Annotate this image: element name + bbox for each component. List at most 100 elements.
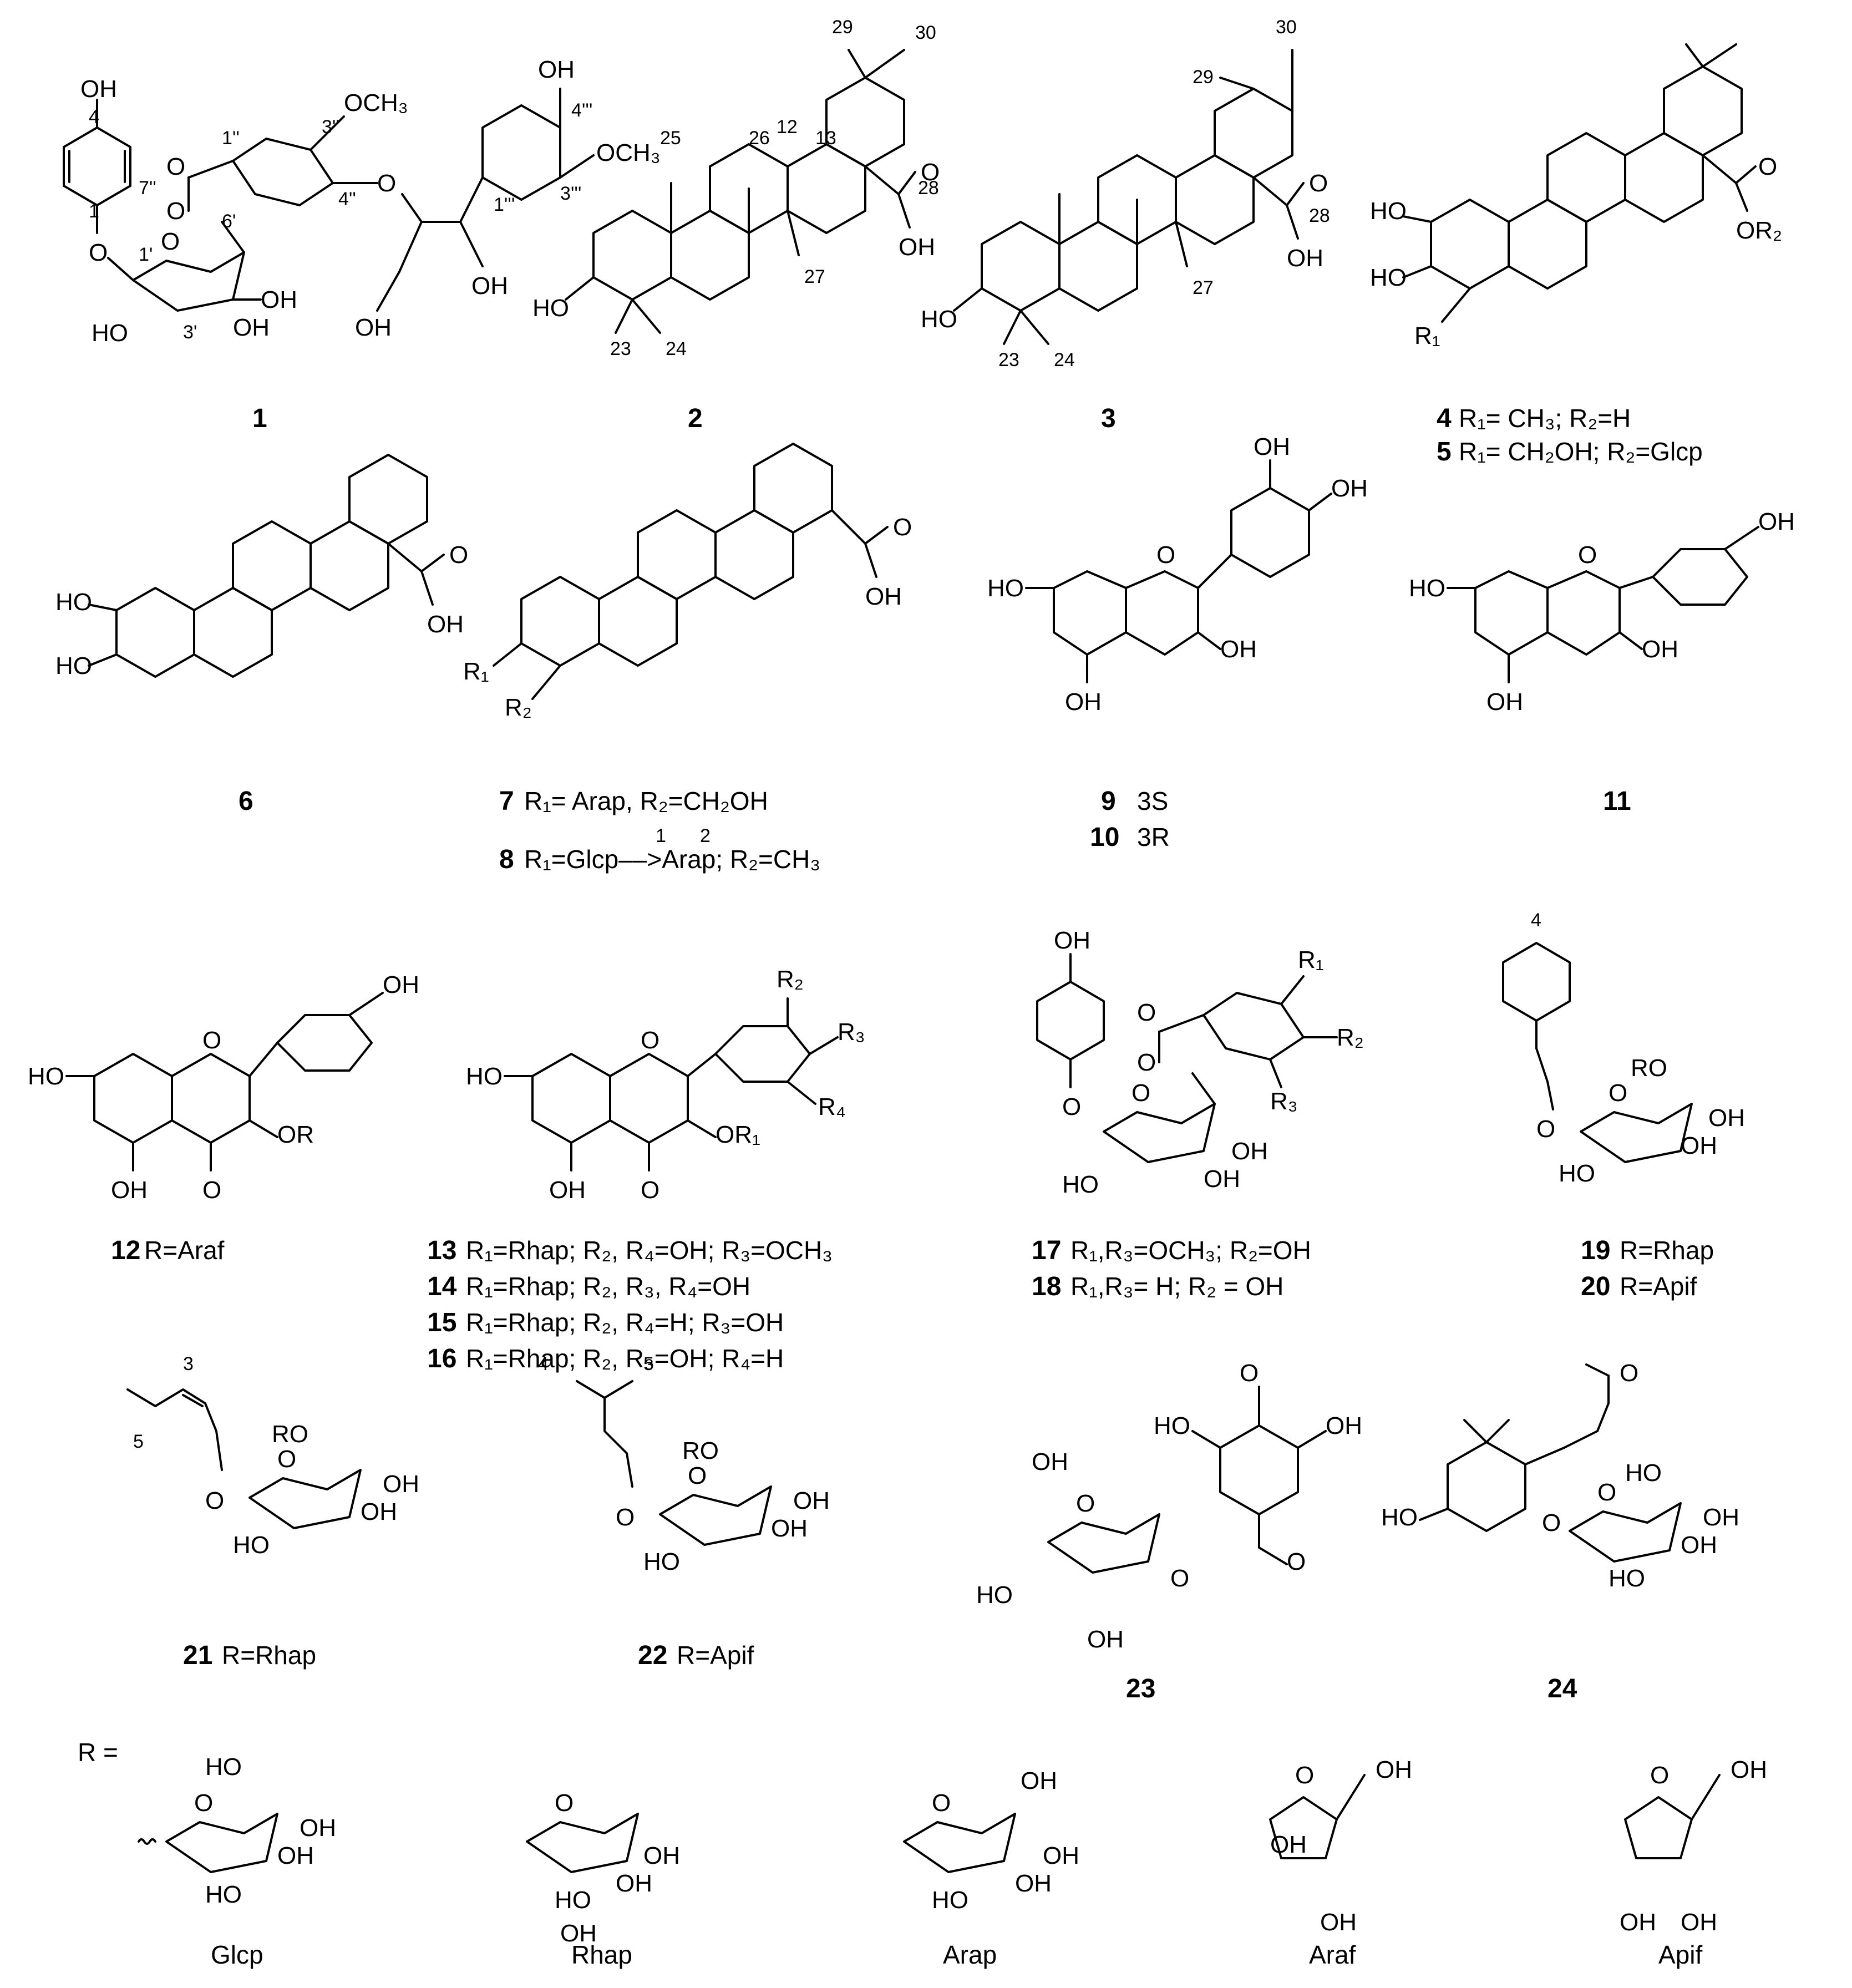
ho-label: HO bbox=[1609, 1565, 1645, 1592]
o-label: O bbox=[555, 1789, 574, 1817]
locant: 1''' bbox=[494, 194, 515, 215]
structure-6: O OH HO HO 6 bbox=[55, 454, 468, 816]
o-label: O bbox=[1309, 170, 1328, 197]
oh-label: OH bbox=[616, 1870, 652, 1897]
caption-15: R₁=Rhap; R₂, R₄=H; R₃=OH bbox=[466, 1308, 784, 1337]
structure-17-18: OH O O OH OH HO O O R₁ R₂ R₃ 17 R₁,R₃=OC… bbox=[1032, 927, 1364, 1301]
locant: 29 bbox=[1193, 67, 1214, 88]
compound-id-21: 21 bbox=[183, 1641, 212, 1670]
o-label: O bbox=[688, 1462, 707, 1489]
caption-10: 3R bbox=[1137, 823, 1170, 851]
oh-label: OH bbox=[771, 1515, 808, 1542]
oh-label: OH bbox=[233, 314, 270, 341]
ho-label: HO bbox=[976, 1581, 1013, 1609]
locant: 3' bbox=[183, 322, 197, 343]
ho-label: HO bbox=[932, 1886, 968, 1914]
o-label: O bbox=[893, 514, 912, 541]
compound-id-15: 15 bbox=[427, 1308, 456, 1337]
locant: 4'' bbox=[338, 189, 356, 210]
o-label: O bbox=[1287, 1548, 1306, 1575]
o-label: O bbox=[1240, 1360, 1259, 1387]
legend-arap: Arap bbox=[943, 1940, 997, 1969]
oh-label: OH bbox=[1015, 1870, 1052, 1897]
oh-label: OH bbox=[1486, 688, 1523, 716]
oh-label: OH bbox=[1270, 1831, 1307, 1858]
r1-label: R₁ bbox=[1414, 322, 1440, 349]
r1-label: R₁ bbox=[463, 658, 489, 685]
caption-8: R₁=Glcp––>Arap; R₂=CH₃ bbox=[524, 845, 820, 874]
ho-label: HO bbox=[55, 589, 92, 616]
ho-label: HO bbox=[555, 1886, 591, 1914]
oh-label: OH bbox=[538, 56, 575, 83]
ho-label: HO bbox=[1625, 1459, 1662, 1487]
o-label: O bbox=[1578, 541, 1597, 569]
ho-label: HO bbox=[205, 1753, 242, 1781]
caption-22: R=Apif bbox=[677, 1641, 754, 1670]
locant: 4 bbox=[538, 1353, 549, 1375]
compound-id-17: 17 bbox=[1032, 1236, 1061, 1265]
ho-label: HO bbox=[466, 1063, 503, 1090]
ho-label: HO bbox=[1381, 1504, 1418, 1531]
o-label: O bbox=[1597, 1479, 1616, 1506]
caption-12: R=Araf bbox=[144, 1236, 225, 1265]
compound-id-18: 18 bbox=[1032, 1272, 1061, 1301]
compound-id-16: 16 bbox=[427, 1344, 456, 1373]
locant: 4 bbox=[89, 106, 99, 128]
structure-7-8: O OH R₁ R₂ 7 R₁= Arap, R₂=CH₂OH 8 1 2 R₁… bbox=[463, 443, 912, 874]
ho-label: HO bbox=[921, 306, 957, 333]
or-label: OR bbox=[277, 1121, 314, 1148]
legend-r-equals: R = bbox=[78, 1738, 118, 1767]
o-label: O bbox=[641, 1176, 659, 1204]
oh-label: OH bbox=[300, 1814, 336, 1842]
compound-id-4: 4 bbox=[1437, 404, 1452, 433]
oh-label: OH bbox=[1708, 1104, 1745, 1132]
oh-label: OH bbox=[1376, 1756, 1412, 1783]
o-label: O bbox=[1137, 1049, 1156, 1076]
compound-id-6: 6 bbox=[239, 787, 253, 816]
locant: 13 bbox=[815, 128, 836, 149]
oh-label: OH bbox=[643, 1842, 680, 1869]
ho-label: HO bbox=[532, 295, 569, 322]
locant: 23 bbox=[998, 349, 1019, 371]
locant: 3'' bbox=[322, 116, 339, 138]
locant: 5 bbox=[643, 1353, 654, 1375]
locant: 30 bbox=[915, 22, 936, 43]
locant: 30 bbox=[1276, 17, 1297, 38]
ho-label: HO bbox=[205, 1881, 242, 1908]
locant: 25 bbox=[660, 128, 681, 149]
oh-label: OH bbox=[1326, 1412, 1362, 1439]
compound-id-14: 14 bbox=[427, 1272, 457, 1301]
ho-label: HO bbox=[55, 652, 92, 679]
structure-11: O HO OH OH OH 11 bbox=[1409, 508, 1795, 816]
compound-id-13: 13 bbox=[427, 1236, 456, 1265]
r2-label: R₂ bbox=[1337, 1024, 1364, 1051]
apif-structure: O OH OH OH Apif bbox=[1620, 1756, 1767, 1969]
o-label: O bbox=[932, 1789, 951, 1817]
ocme-label: OCH₃ bbox=[596, 139, 661, 166]
oh-label: OH bbox=[471, 272, 508, 300]
ro-label: RO bbox=[1631, 1054, 1667, 1082]
ho-label: HO bbox=[1409, 575, 1445, 602]
o-label: O bbox=[1137, 999, 1156, 1026]
compound-id-23: 23 bbox=[1126, 1674, 1155, 1703]
compound-id-8: 8 bbox=[499, 845, 514, 874]
structure-1: OH 4 1 O O 1' 6' OH OH HO 3' O O 7'' 1''… bbox=[63, 56, 661, 433]
locant: 4 bbox=[1531, 910, 1541, 931]
locant: 4''' bbox=[571, 100, 592, 121]
oh-label: OH bbox=[1254, 433, 1290, 460]
o-label: O bbox=[1650, 1762, 1669, 1789]
ho-label: HO bbox=[28, 1063, 64, 1090]
caption-5: R₁= CH₂OH; R₂=Glcp bbox=[1459, 437, 1703, 466]
caption-9: 3S bbox=[1137, 787, 1168, 815]
ocme-label: OCH₃ bbox=[344, 89, 408, 116]
o-label: O bbox=[1542, 1509, 1561, 1536]
o-label: O bbox=[377, 170, 396, 197]
caption-4: R₁= CH₃; R₂=H bbox=[1459, 404, 1631, 433]
ho-label: HO bbox=[92, 320, 128, 347]
ho-label: HO bbox=[643, 1548, 680, 1575]
structure-4-5: O OR₂ HO HO R₁ 4 R₁= CH₃; R₂=H 5 R₁= CH₂… bbox=[1370, 43, 1782, 466]
compound-id-10: 10 bbox=[1090, 823, 1119, 852]
r4-label: R₄ bbox=[818, 1093, 846, 1120]
oh-label: OH bbox=[549, 1176, 586, 1204]
compound-id-7: 7 bbox=[499, 787, 514, 816]
